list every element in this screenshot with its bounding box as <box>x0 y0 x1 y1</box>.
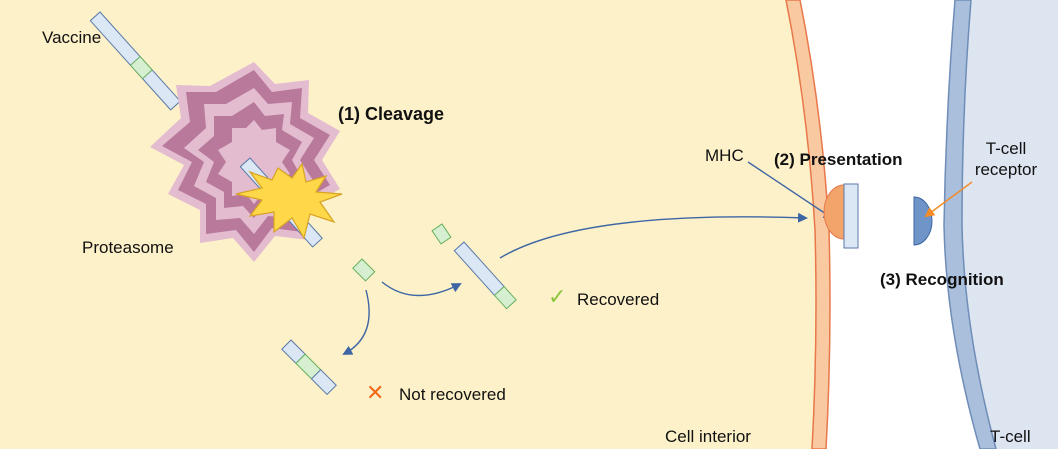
arrow-to-recovered <box>381 281 462 297</box>
label-cleavage: (1) Cleavage <box>338 104 445 124</box>
arrow-to-presentation <box>499 212 808 259</box>
label-recovered: Recovered <box>577 290 660 309</box>
epitope-fragment-small <box>431 223 452 245</box>
label-recognition: (3) Recognition <box>880 270 1004 289</box>
cell-interior-region <box>0 0 816 449</box>
not-recovered-peptide <box>281 339 337 396</box>
epitope-fragment <box>352 258 376 282</box>
label-tcell: T-cell <box>990 427 1031 446</box>
proteasome <box>150 62 343 262</box>
label-tcell-receptor-line2: receptor <box>974 160 1038 179</box>
tcell-membrane <box>943 0 997 449</box>
mhc-molecule <box>823 184 845 240</box>
label-vaccine: Vaccine <box>42 28 102 47</box>
label-proteasome: Proteasome <box>82 238 174 257</box>
label-not-recovered: Not recovered <box>399 385 506 404</box>
arrow-to-not-recovered <box>342 289 370 355</box>
cell-membrane <box>785 0 831 449</box>
mhc-pointer <box>747 161 834 220</box>
vaccine-peptide <box>89 11 182 111</box>
label-mhc: MHC <box>705 146 744 165</box>
label-tcell-receptor-line1: T-cell <box>985 139 1027 158</box>
label-cell-interior: Cell interior <box>665 427 751 446</box>
receptor-pointer <box>924 181 973 218</box>
tcell-body-region <box>946 0 1058 449</box>
presented-peptide <box>843 183 859 249</box>
cleavage-burst <box>235 162 343 240</box>
cross-icon: ✕ <box>366 381 385 406</box>
check-icon: ✓ <box>548 285 567 310</box>
recovered-peptide <box>453 241 517 310</box>
label-presentation: (2) Presentation <box>774 150 903 169</box>
tcell-receptor <box>913 196 933 246</box>
